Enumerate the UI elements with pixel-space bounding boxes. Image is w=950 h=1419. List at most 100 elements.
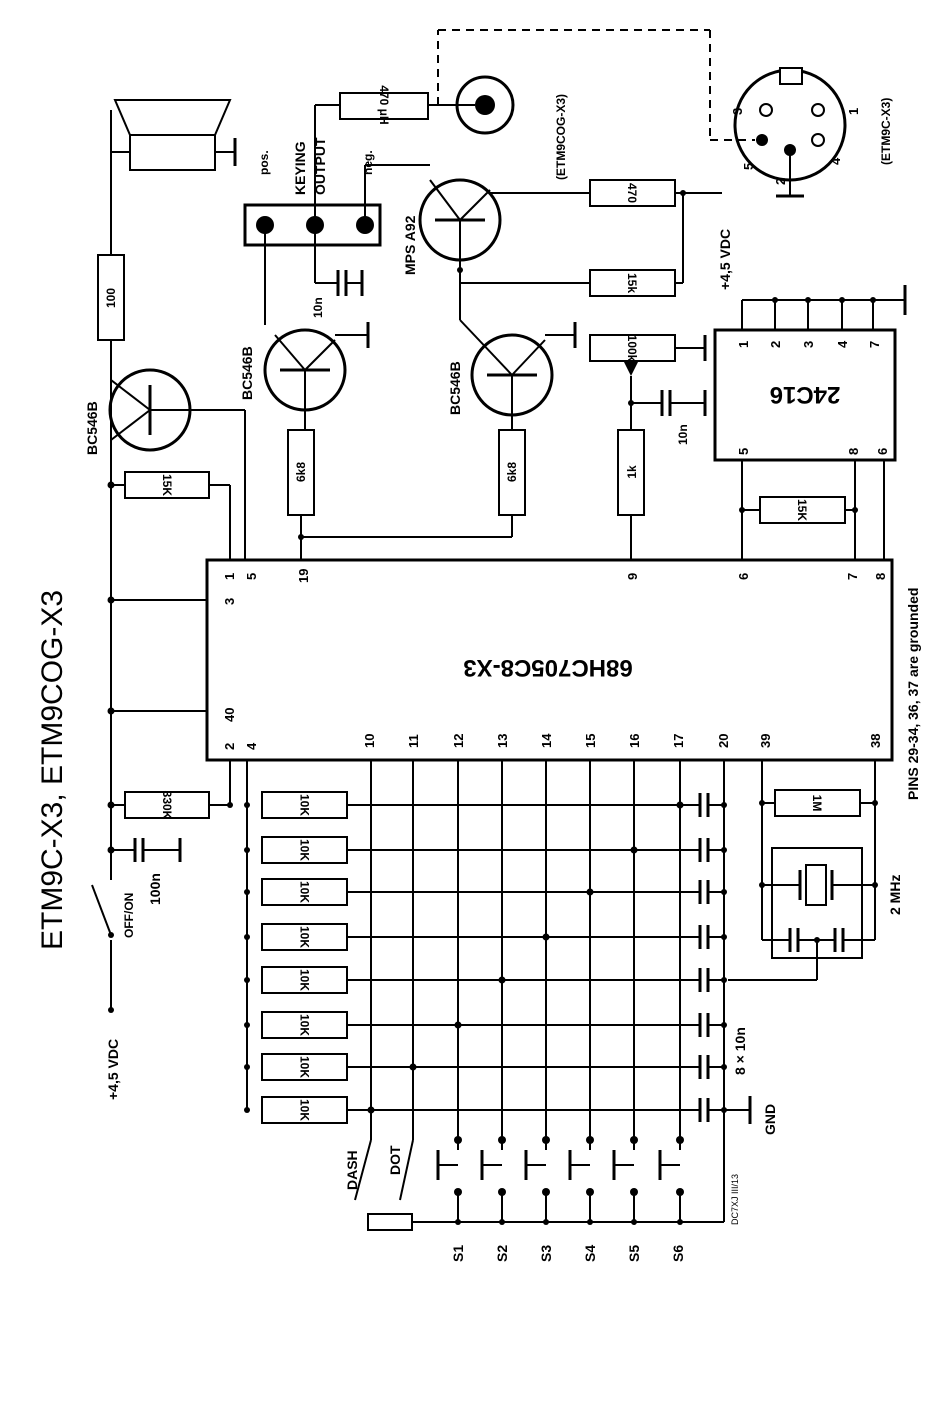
resistor-470 <box>589 179 722 283</box>
resistor-10k-label: 10K <box>298 839 312 861</box>
matrix-junction <box>586 888 594 896</box>
mcu-pin-15: 15 <box>583 734 598 748</box>
neg-label: neg. <box>361 150 375 175</box>
capacitor-100n-label: 100n <box>147 873 163 905</box>
switch-s1-label: S1 <box>450 1245 466 1262</box>
credit-label: DC7XJ III/13 <box>730 1174 740 1225</box>
resistor-10k-label: 10K <box>298 1056 312 1078</box>
resistor-10k <box>261 1053 348 1081</box>
din-pin-1: 1 <box>846 108 861 115</box>
matrix-junction <box>498 976 506 984</box>
resistor-470-label: 470 <box>625 183 639 203</box>
din-pin-5: 5 <box>741 163 756 170</box>
capacitor-10n-pot-label: 10n <box>676 424 690 445</box>
keying-label: KEYING <box>292 141 308 195</box>
transistor-q1 <box>108 368 246 560</box>
dash-label: DASH <box>344 1150 360 1190</box>
resistor-10k-label: 10K <box>298 881 312 903</box>
resistor-6k8-1-label: 6k8 <box>294 462 308 482</box>
coax-label: (ETM9COG-X3) <box>554 94 568 180</box>
mcu-pin-9: 9 <box>625 573 640 580</box>
inductor-470uh <box>339 92 460 120</box>
eeprom-pin-8: 8 <box>846 448 861 455</box>
mcu-pin-12: 12 <box>451 734 466 748</box>
din-pin-4: 4 <box>828 157 843 165</box>
mcu-chip <box>205 558 894 762</box>
junction-dot <box>721 1022 727 1028</box>
junction-dot <box>721 934 727 940</box>
resistor-10k-label: 10K <box>298 1099 312 1121</box>
resistor-15k-pin1-label: 15K <box>160 474 174 496</box>
power-switch[interactable] <box>91 884 114 938</box>
eeprom-pin-1: 1 <box>736 341 751 348</box>
transistor-q4 <box>418 178 590 284</box>
resistor-10k-label: 10K <box>298 969 312 991</box>
resistor-10k <box>261 791 348 819</box>
resistor-15k-eeprom-label: 15K <box>795 499 809 521</box>
resistor-6k8-1 <box>287 429 512 560</box>
junction-dot <box>587 1219 593 1225</box>
speaker-icon <box>110 99 237 255</box>
eeprom-pin-2: 2 <box>768 341 783 348</box>
resistor-10k <box>261 878 348 906</box>
mcu-pin-40: 40 <box>222 708 237 722</box>
matrix-junction <box>454 1021 462 1029</box>
capacitor-array-label: 8 × 10n <box>732 1027 748 1075</box>
junction-dot <box>499 1219 505 1225</box>
keying-jumper <box>243 104 430 325</box>
junction-dot <box>721 847 727 853</box>
matrix-junction <box>542 933 550 941</box>
transistor-q4-label: MPS A92 <box>402 215 418 275</box>
junction-dot <box>543 1219 549 1225</box>
dot-contact <box>399 1139 414 1201</box>
dash-contact <box>354 1139 372 1201</box>
mcu-pin-5: 5 <box>244 573 259 580</box>
junction-dot <box>721 889 727 895</box>
junction-dot <box>244 934 250 940</box>
eeprom-pin-5: 5 <box>736 448 751 455</box>
inductor-label: 470 μH <box>377 85 391 124</box>
resistor-330k <box>111 760 233 819</box>
supply-left-label: +4,5 VDC <box>105 1039 121 1100</box>
mcu-pin-16: 16 <box>627 734 642 748</box>
transistor-q3-label: BC546B <box>447 361 463 415</box>
junction-dot <box>721 1064 727 1070</box>
junction-dot <box>244 1022 250 1028</box>
mcu-pin-4: 4 <box>244 742 259 750</box>
resistor-10k-label: 10K <box>298 1014 312 1036</box>
mcu-pin-20: 20 <box>716 734 731 748</box>
switch-s6-label: S6 <box>670 1245 686 1262</box>
mcu-pin-7: 7 <box>845 573 860 580</box>
switch-label: OFF/ON <box>122 893 136 938</box>
mcu-label: 68HC705C8-X3 <box>463 654 632 681</box>
junction-dot <box>244 847 250 853</box>
din-connector-icon <box>733 67 847 198</box>
transistor-q2 <box>263 322 370 430</box>
resistor-15k-2-label: 15k <box>625 273 639 293</box>
crystal-section <box>728 760 878 981</box>
mcu-pin-8: 8 <box>873 573 888 580</box>
junction-dot <box>721 977 727 983</box>
mcu-pin-13: 13 <box>495 734 510 748</box>
matrix-junction <box>409 1063 417 1071</box>
resistor-1k <box>617 429 645 560</box>
coax-jack-icon <box>437 29 755 141</box>
eeprom-ground-bus <box>741 285 907 330</box>
junction-dot <box>721 802 727 808</box>
supply-top-label: +4,5 VDC <box>717 229 733 290</box>
resistor-1m-label: 1M <box>810 795 824 812</box>
eeprom-pin-4: 4 <box>835 340 850 348</box>
switch-s5-label: S5 <box>626 1245 642 1262</box>
mcu-pin-17: 17 <box>671 734 686 748</box>
mcu-pin-19: 19 <box>296 569 311 583</box>
potentiometer-100k <box>589 334 707 430</box>
switch-s4-label: S4 <box>582 1245 598 1262</box>
resistor-10k <box>261 923 348 951</box>
gnd-label: GND <box>762 1104 778 1135</box>
junction-dot <box>677 1219 683 1225</box>
capacitor-10n-keying-label: 10n <box>311 297 325 318</box>
mcu-pin-1: 1 <box>222 573 237 580</box>
mcu-pin-10: 10 <box>362 734 377 748</box>
